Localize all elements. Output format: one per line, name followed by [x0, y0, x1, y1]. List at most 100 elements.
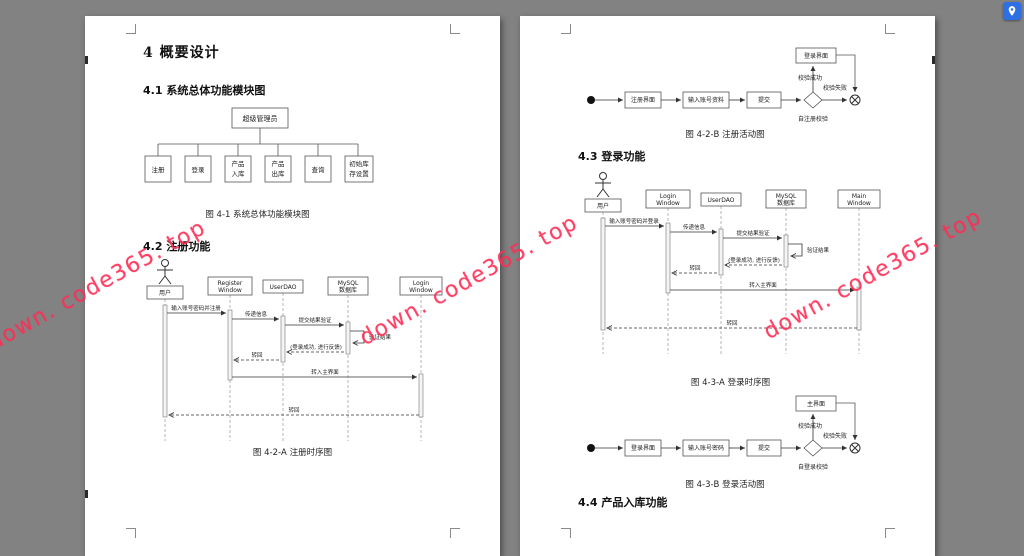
svg-text:产品: 产品	[272, 159, 285, 168]
edge-mark	[932, 56, 935, 64]
svg-text:(登录成功, 进行反馈): (登录成功, 进行反馈)	[290, 343, 342, 351]
svg-text:(登录成功, 进行反馈): (登录成功, 进行反馈)	[728, 256, 780, 264]
edge-mark	[85, 56, 88, 64]
module-box-register: 注册	[144, 155, 172, 183]
svg-text:注册: 注册	[152, 165, 166, 174]
caption-fig-4-3-b: 图 4-3-B 登录活动图	[685, 480, 765, 490]
svg-text:提交: 提交	[758, 444, 770, 452]
map-pin-glyph	[1008, 6, 1016, 16]
svg-text:输入账号密码并登录: 输入账号密码并登录	[609, 217, 659, 225]
success-flow	[836, 402, 858, 440]
actor-label-box: 用户	[146, 285, 184, 300]
lifeline-userdao: UserDAO	[262, 279, 304, 294]
caption-fig-4-2-b: 图 4-2-B 注册活动图	[685, 130, 765, 140]
activity-success-box: 主界面	[795, 395, 837, 412]
register-sequence-diagram: 用户 Register Window UserDAO MySQL 数据库 Log…	[146, 259, 443, 441]
lifelines	[164, 293, 422, 441]
module-box-initial-stock: 初始库 存设置	[344, 155, 374, 183]
activity-step-2: 输入账号密码	[682, 439, 730, 457]
start-node	[587, 444, 595, 452]
svg-text:Window: Window	[218, 287, 242, 294]
actor-figure-icon	[595, 172, 611, 198]
activity-step-2: 输入账号资料	[682, 91, 730, 109]
tree-connectors	[157, 128, 359, 156]
svg-text:输入账号密码并注册: 输入账号密码并注册	[171, 304, 221, 312]
decision-diamond	[803, 439, 823, 457]
svg-text:提交结果验证: 提交结果验证	[298, 316, 332, 324]
chapter-heading: 4 概要设计	[143, 45, 220, 61]
lifeline-userdao: UserDAO	[700, 192, 742, 207]
svg-text:登录: 登录	[192, 165, 206, 174]
decision-diamond	[803, 91, 823, 109]
activation-bars	[600, 217, 862, 331]
svg-text:校验成功: 校验成功	[798, 74, 822, 82]
success-flow	[836, 54, 858, 92]
svg-text:登录界面: 登录界面	[631, 444, 655, 452]
activity-success-box: 登录界面	[795, 47, 837, 64]
svg-text:传递信息: 传递信息	[245, 310, 268, 318]
module-box-query: 查询	[304, 155, 332, 183]
svg-text:自登录校验: 自登录校验	[798, 463, 828, 471]
page-left: 4 概要设计 4.1 系统总体功能模块图 超级管理员 注册 登录 产品 入库 产…	[85, 16, 500, 556]
svg-text:MySQL: MySQL	[338, 280, 359, 287]
margin-mark-top-right	[885, 24, 895, 34]
svg-text:Window: Window	[656, 200, 680, 207]
svg-text:转入主界面: 转入主界面	[311, 368, 339, 376]
svg-text:存设置: 存设置	[349, 169, 369, 178]
svg-text:输入账号密码: 输入账号密码	[688, 444, 724, 452]
lifeline-register-window: Register Window	[207, 276, 253, 296]
svg-text:数据库: 数据库	[339, 286, 357, 294]
svg-text:Register: Register	[218, 280, 243, 287]
svg-text:出库: 出库	[272, 169, 286, 178]
svg-text:Window: Window	[409, 287, 433, 294]
svg-text:转入主界面: 转入主界面	[749, 281, 777, 289]
start-node	[587, 96, 595, 104]
svg-text:MySQL: MySQL	[776, 193, 797, 200]
module-box-inbound: 产品 入库	[224, 155, 252, 183]
sequence-messages: 输入账号密码并注册 传递信息 提交结果验证 验证结果 (登录成功, 进行反馈) …	[167, 304, 419, 415]
svg-text:主界面: 主界面	[807, 400, 825, 408]
svg-text:传递信息: 传递信息	[683, 223, 706, 231]
lifeline-mysql: MySQL 数据库	[765, 189, 807, 209]
svg-text:校验失败: 校验失败	[823, 84, 847, 92]
svg-text:超级管理员: 超级管理员	[243, 114, 278, 123]
caption-fig-4-2-a: 图 4-2-A 注册时序图	[252, 448, 333, 458]
section-heading-4-1: 4.1 系统总体功能模块图	[143, 84, 266, 97]
svg-text:输入账号资料: 输入账号资料	[688, 96, 724, 104]
page-right: 注册界面 输入账号资料 提交 校验成功 登录界面 校验失败 自注册校验 图 4-…	[520, 16, 935, 556]
module-tree-diagram: 超级管理员 注册 登录 产品 入库 产品 出库 查询 初始库 存设置	[144, 107, 374, 183]
svg-text:用户: 用户	[159, 289, 171, 297]
svg-text:提交结果验证: 提交结果验证	[736, 229, 770, 237]
end-node	[849, 442, 861, 454]
sequence-messages: 输入账号密码并登录 传递信息 提交结果验证 验证结果 (登录成功, 进行反馈) …	[605, 217, 857, 328]
lifelines	[602, 206, 860, 354]
activity-step-3: 提交	[746, 439, 782, 457]
map-pin-icon[interactable]	[1003, 2, 1021, 20]
actor-figure-icon	[157, 259, 173, 285]
activation-bars	[162, 304, 424, 418]
svg-text:初始库: 初始库	[349, 159, 369, 168]
lifeline-login-window: Login Window	[645, 189, 691, 209]
margin-mark-bottom-left	[126, 528, 136, 538]
svg-text:转回: 转回	[288, 406, 300, 414]
lifeline-mysql: MySQL 数据库	[327, 276, 369, 296]
svg-text:提交: 提交	[758, 96, 770, 104]
svg-text:Window: Window	[847, 200, 871, 207]
section-heading-4-3: 4.3 登录功能	[578, 150, 646, 163]
lifeline-main-window: Main Window	[837, 189, 881, 209]
module-root-box: 超级管理员	[231, 107, 289, 129]
svg-text:Login: Login	[660, 193, 676, 200]
svg-text:Login: Login	[413, 280, 429, 287]
svg-text:登录界面: 登录界面	[804, 52, 828, 60]
svg-text:入库: 入库	[232, 169, 246, 178]
caption-fig-4-3-a: 图 4-3-A 登录时序图	[690, 378, 771, 388]
svg-text:查询: 查询	[312, 165, 326, 174]
margin-mark-bottom-left	[561, 528, 571, 538]
activity-step-1: 注册界面	[624, 91, 662, 109]
margin-mark-top-right	[450, 24, 460, 34]
svg-text:验证结果: 验证结果	[369, 333, 392, 341]
svg-text:产品: 产品	[232, 159, 245, 168]
margin-mark-bottom-right	[450, 528, 460, 538]
activity-step-1: 登录界面	[624, 439, 662, 457]
lifeline-login-window: Login Window	[399, 276, 443, 296]
